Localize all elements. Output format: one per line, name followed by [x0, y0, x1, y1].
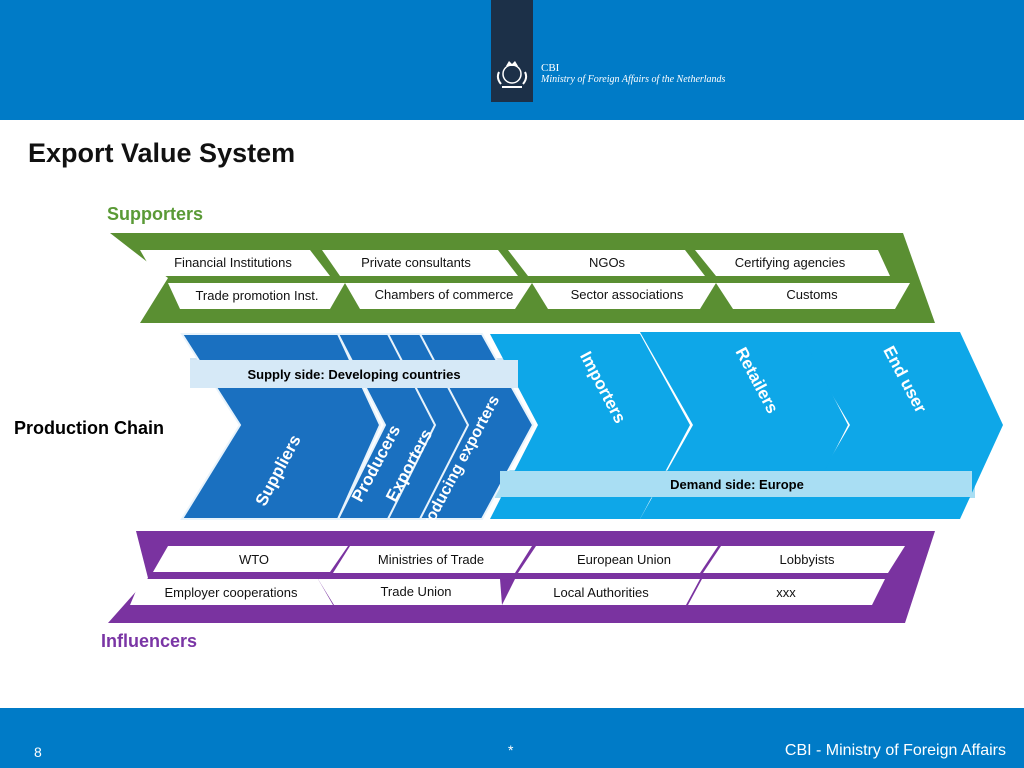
- influencer-box: [502, 579, 700, 605]
- supporter-box: [140, 250, 330, 276]
- supply-side-label: Supply side: Developing countries: [247, 367, 460, 382]
- org-short-name: CBI: [541, 62, 560, 74]
- influencer-label: xxx: [776, 585, 796, 600]
- logo-text: CBI Ministry of Foreign Affairs of the N…: [541, 62, 725, 86]
- supporter-box: [345, 283, 532, 309]
- influencer-box: [130, 579, 333, 605]
- supporter-label: Certifying agencies: [735, 255, 846, 270]
- footer-text: CBI - Ministry of Foreign Affairs: [784, 742, 1006, 759]
- demand-side-strip: [500, 471, 972, 497]
- influencer-label: Ministries of Trade: [378, 552, 484, 567]
- influencer-label: Trade Union: [380, 584, 451, 599]
- supporters-row-1: Financial Institutions Private consultan…: [140, 250, 890, 276]
- supporter-label: Trade promotion Inst.: [195, 288, 318, 303]
- footer-star: *: [508, 742, 514, 758]
- influencer-box: [153, 546, 348, 572]
- influencer-label: Local Authorities: [553, 585, 649, 600]
- footer-bar: 8 * CBI - Ministry of Foreign Affairs: [0, 708, 1024, 768]
- org-long-name: Ministry of Foreign Affairs of the Nethe…: [541, 74, 726, 85]
- supporters-label: Supporters: [107, 204, 204, 224]
- supporter-label: NGOs: [589, 255, 626, 270]
- influencer-box: [333, 546, 532, 573]
- influencer-label: Lobbyists: [780, 552, 835, 567]
- crest-icon: [496, 61, 528, 88]
- influencer-box: [703, 546, 905, 573]
- influencer-label: Employer cooperations: [165, 585, 298, 600]
- supporter-box: [168, 283, 345, 309]
- influencer-box: [688, 579, 885, 605]
- demand-side-label: Demand side: Europe: [670, 477, 804, 492]
- header-bar: CBI Ministry of Foreign Affairs of the N…: [0, 0, 1024, 120]
- supporter-box: [508, 250, 705, 276]
- production-chain: Supply side: Developing countries Demand…: [180, 332, 1003, 539]
- supporter-label: Customs: [786, 287, 838, 302]
- supporter-label: Financial Institutions: [174, 255, 292, 270]
- influencers-label: Influencers: [101, 631, 198, 651]
- supporter-box: [532, 283, 716, 309]
- supporters-band: [110, 233, 935, 323]
- production-chain-label: Production Chain: [14, 418, 164, 438]
- influencer-label: WTO: [239, 552, 269, 567]
- page-title: Export Value System: [28, 138, 296, 168]
- supply-side-strip: [190, 360, 518, 388]
- influencer-box: [318, 579, 502, 605]
- influencer-box: [518, 546, 718, 573]
- supporter-label: Chambers of commerce: [375, 287, 514, 302]
- coat-of-arms-logo: [491, 0, 533, 102]
- influencers-band: [108, 531, 935, 623]
- influencer-label: European Union: [577, 552, 671, 567]
- supporter-box: [695, 250, 890, 276]
- influencers-row-2: Employer cooperations Trade Union Local …: [130, 579, 885, 605]
- supporter-label: Sector associations: [571, 287, 684, 302]
- influencers-row-1: WTO Ministries of Trade European Union L…: [153, 546, 905, 573]
- supporter-label: Private consultants: [361, 255, 471, 270]
- supporter-box: [716, 283, 910, 309]
- page-number: 8: [34, 744, 42, 760]
- supporters-row-2: Trade promotion Inst. Chambers of commer…: [168, 283, 910, 309]
- supporter-box: [322, 250, 518, 276]
